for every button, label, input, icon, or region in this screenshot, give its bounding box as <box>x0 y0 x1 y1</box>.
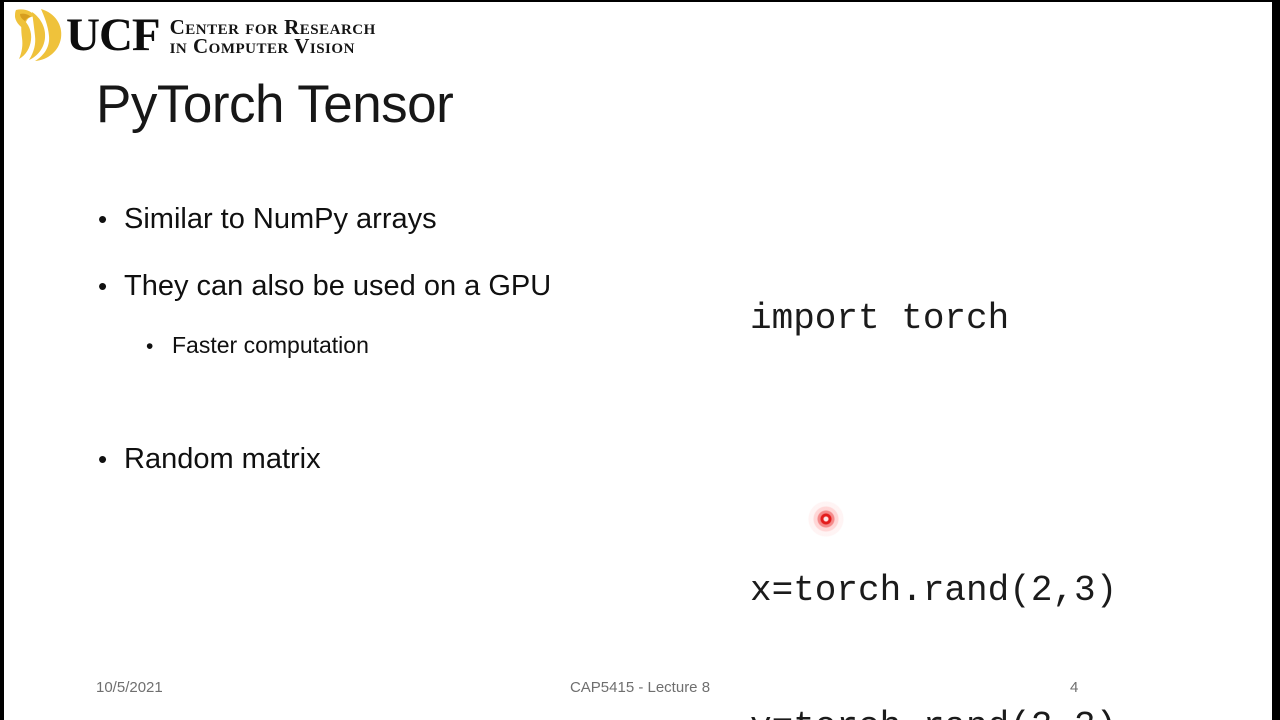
pegasus-logo-icon <box>15 9 62 61</box>
bullet-label: They can also be used on a GPU <box>124 270 552 302</box>
bullet-dot: • <box>98 444 108 474</box>
bullet-item: • Random matrix <box>98 443 321 476</box>
logo-tagline-line2: in Computer Vision <box>169 34 355 58</box>
bullet-item: • Similar to NumPy arrays <box>98 203 437 236</box>
ucf-wordmark: UCF <box>66 9 161 61</box>
footer-date: 10/5/2021 <box>96 679 163 696</box>
bullet-label: Similar to NumPy arrays <box>124 203 437 235</box>
slide-title: PyTorch Tensor <box>96 75 454 134</box>
code-line <box>750 428 1117 482</box>
code-line: import torch <box>750 298 1010 339</box>
logo-tagline-line1: Center for Research <box>169 15 376 39</box>
code-block: import torch x=torch.rand(2,3) y=torch.r… <box>750 210 1117 720</box>
ucf-crcv-logo: UCF Center for Research in Computer Visi… <box>8 8 376 62</box>
code-line: x=torch.rand(2,3) <box>750 570 1118 611</box>
bullet-item: • They can also be used on a GPU <box>98 270 551 303</box>
bullet-label: Faster computation <box>172 332 369 358</box>
letterbox-top-bar <box>0 0 1280 2</box>
logo-tagline: Center for Research in Computer Vision <box>169 15 376 58</box>
footer-page-number: 4 <box>1070 679 1079 696</box>
bullet-dot: • <box>98 204 108 234</box>
bullet-label: Random matrix <box>124 443 321 475</box>
footer-course: CAP5415 - Lecture 8 <box>569 679 711 696</box>
letterbox-left-bar <box>0 0 4 720</box>
code-line: y=torch.rand(3,3) <box>750 700 1117 720</box>
letterbox-right-bar <box>1272 0 1280 720</box>
bullet-sub-item: • Faster computation <box>146 332 369 359</box>
bullet-dot: • <box>98 271 108 301</box>
bullet-dot: • <box>146 335 154 358</box>
